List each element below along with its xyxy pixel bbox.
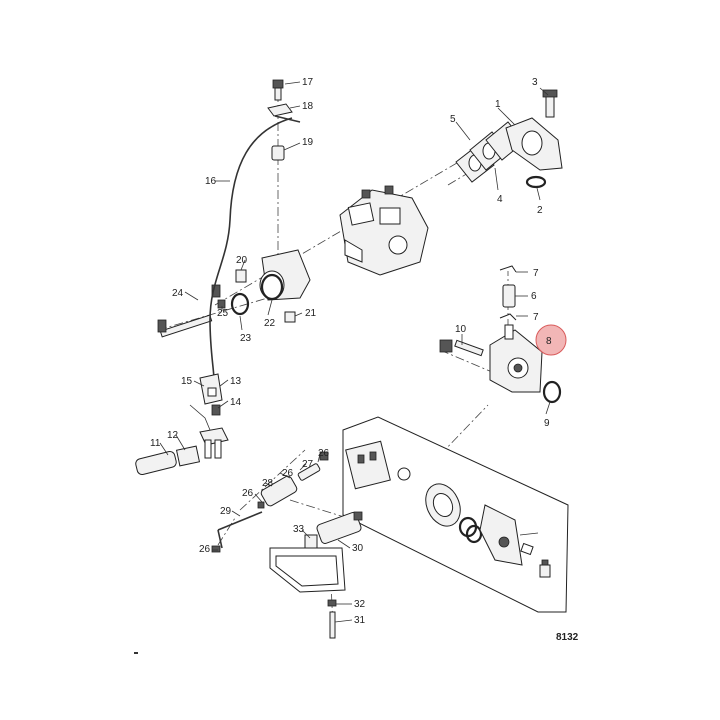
carburetor-body bbox=[339, 185, 429, 276]
top-bracket-group bbox=[267, 79, 293, 161]
callout-5[interactable]: 5 bbox=[450, 114, 456, 125]
callout-15[interactable]: 15 bbox=[181, 376, 193, 387]
callout-9[interactable]: 9 bbox=[544, 418, 550, 429]
callout-30[interactable]: 30 bbox=[352, 543, 364, 554]
callout-8[interactable]: 8 bbox=[546, 336, 552, 347]
corner-mark bbox=[134, 652, 138, 654]
callout-16[interactable]: 16 bbox=[205, 176, 217, 187]
callout-13[interactable]: 13 bbox=[230, 376, 242, 387]
callout-labels: 1 2 3 4 5 6 7 7 8 9 10 11 12 13 14 15 16… bbox=[150, 77, 552, 626]
callout-20[interactable]: 20 bbox=[236, 255, 248, 266]
callout-11[interactable]: 11 bbox=[150, 438, 161, 449]
callout-23[interactable]: 23 bbox=[240, 333, 252, 344]
callout-leaders bbox=[159, 81, 551, 623]
fuel-pump-inset-panel bbox=[342, 416, 569, 613]
callout-3[interactable]: 3 bbox=[532, 77, 538, 88]
callout-27[interactable]: 27 bbox=[302, 459, 314, 470]
callout-14[interactable]: 14 bbox=[230, 397, 242, 408]
callout-26-d[interactable]: 26 bbox=[199, 544, 211, 555]
cable-group bbox=[209, 115, 301, 381]
callout-17[interactable]: 17 bbox=[302, 77, 314, 88]
callout-19[interactable]: 19 bbox=[302, 137, 314, 148]
callout-31[interactable]: 31 bbox=[354, 615, 366, 626]
callout-6[interactable]: 6 bbox=[531, 291, 537, 302]
callout-4[interactable]: 4 bbox=[497, 194, 503, 205]
callout-33[interactable]: 33 bbox=[293, 524, 305, 535]
callout-25[interactable]: 25 bbox=[217, 308, 229, 319]
callout-29[interactable]: 29 bbox=[220, 506, 232, 517]
pump-assembly-group bbox=[439, 265, 562, 404]
callout-2[interactable]: 2 bbox=[537, 205, 543, 216]
figure-number: 8132 bbox=[556, 632, 579, 643]
callout-18[interactable]: 18 bbox=[302, 101, 314, 112]
callout-7-top[interactable]: 7 bbox=[533, 268, 539, 279]
callout-32[interactable]: 32 bbox=[354, 599, 366, 610]
linkage-group bbox=[135, 373, 229, 476]
callout-24[interactable]: 24 bbox=[172, 288, 184, 299]
callout-26-b[interactable]: 26 bbox=[282, 468, 294, 479]
callout-7-bottom[interactable]: 7 bbox=[533, 312, 539, 323]
callout-26-c[interactable]: 26 bbox=[242, 488, 254, 499]
callout-21[interactable]: 21 bbox=[305, 308, 317, 319]
callout-22[interactable]: 22 bbox=[264, 318, 276, 329]
callout-26-a[interactable]: 26 bbox=[318, 448, 330, 459]
callout-28[interactable]: 28 bbox=[262, 478, 274, 489]
callout-1[interactable]: 1 bbox=[495, 99, 501, 110]
highlighted-callout-marker[interactable] bbox=[535, 324, 567, 356]
adapter-group bbox=[157, 249, 311, 338]
intake-flange-group bbox=[455, 89, 563, 189]
callout-10[interactable]: 10 bbox=[455, 324, 467, 335]
fuel-filter-group bbox=[211, 451, 363, 639]
callout-12[interactable]: 12 bbox=[167, 430, 179, 441]
